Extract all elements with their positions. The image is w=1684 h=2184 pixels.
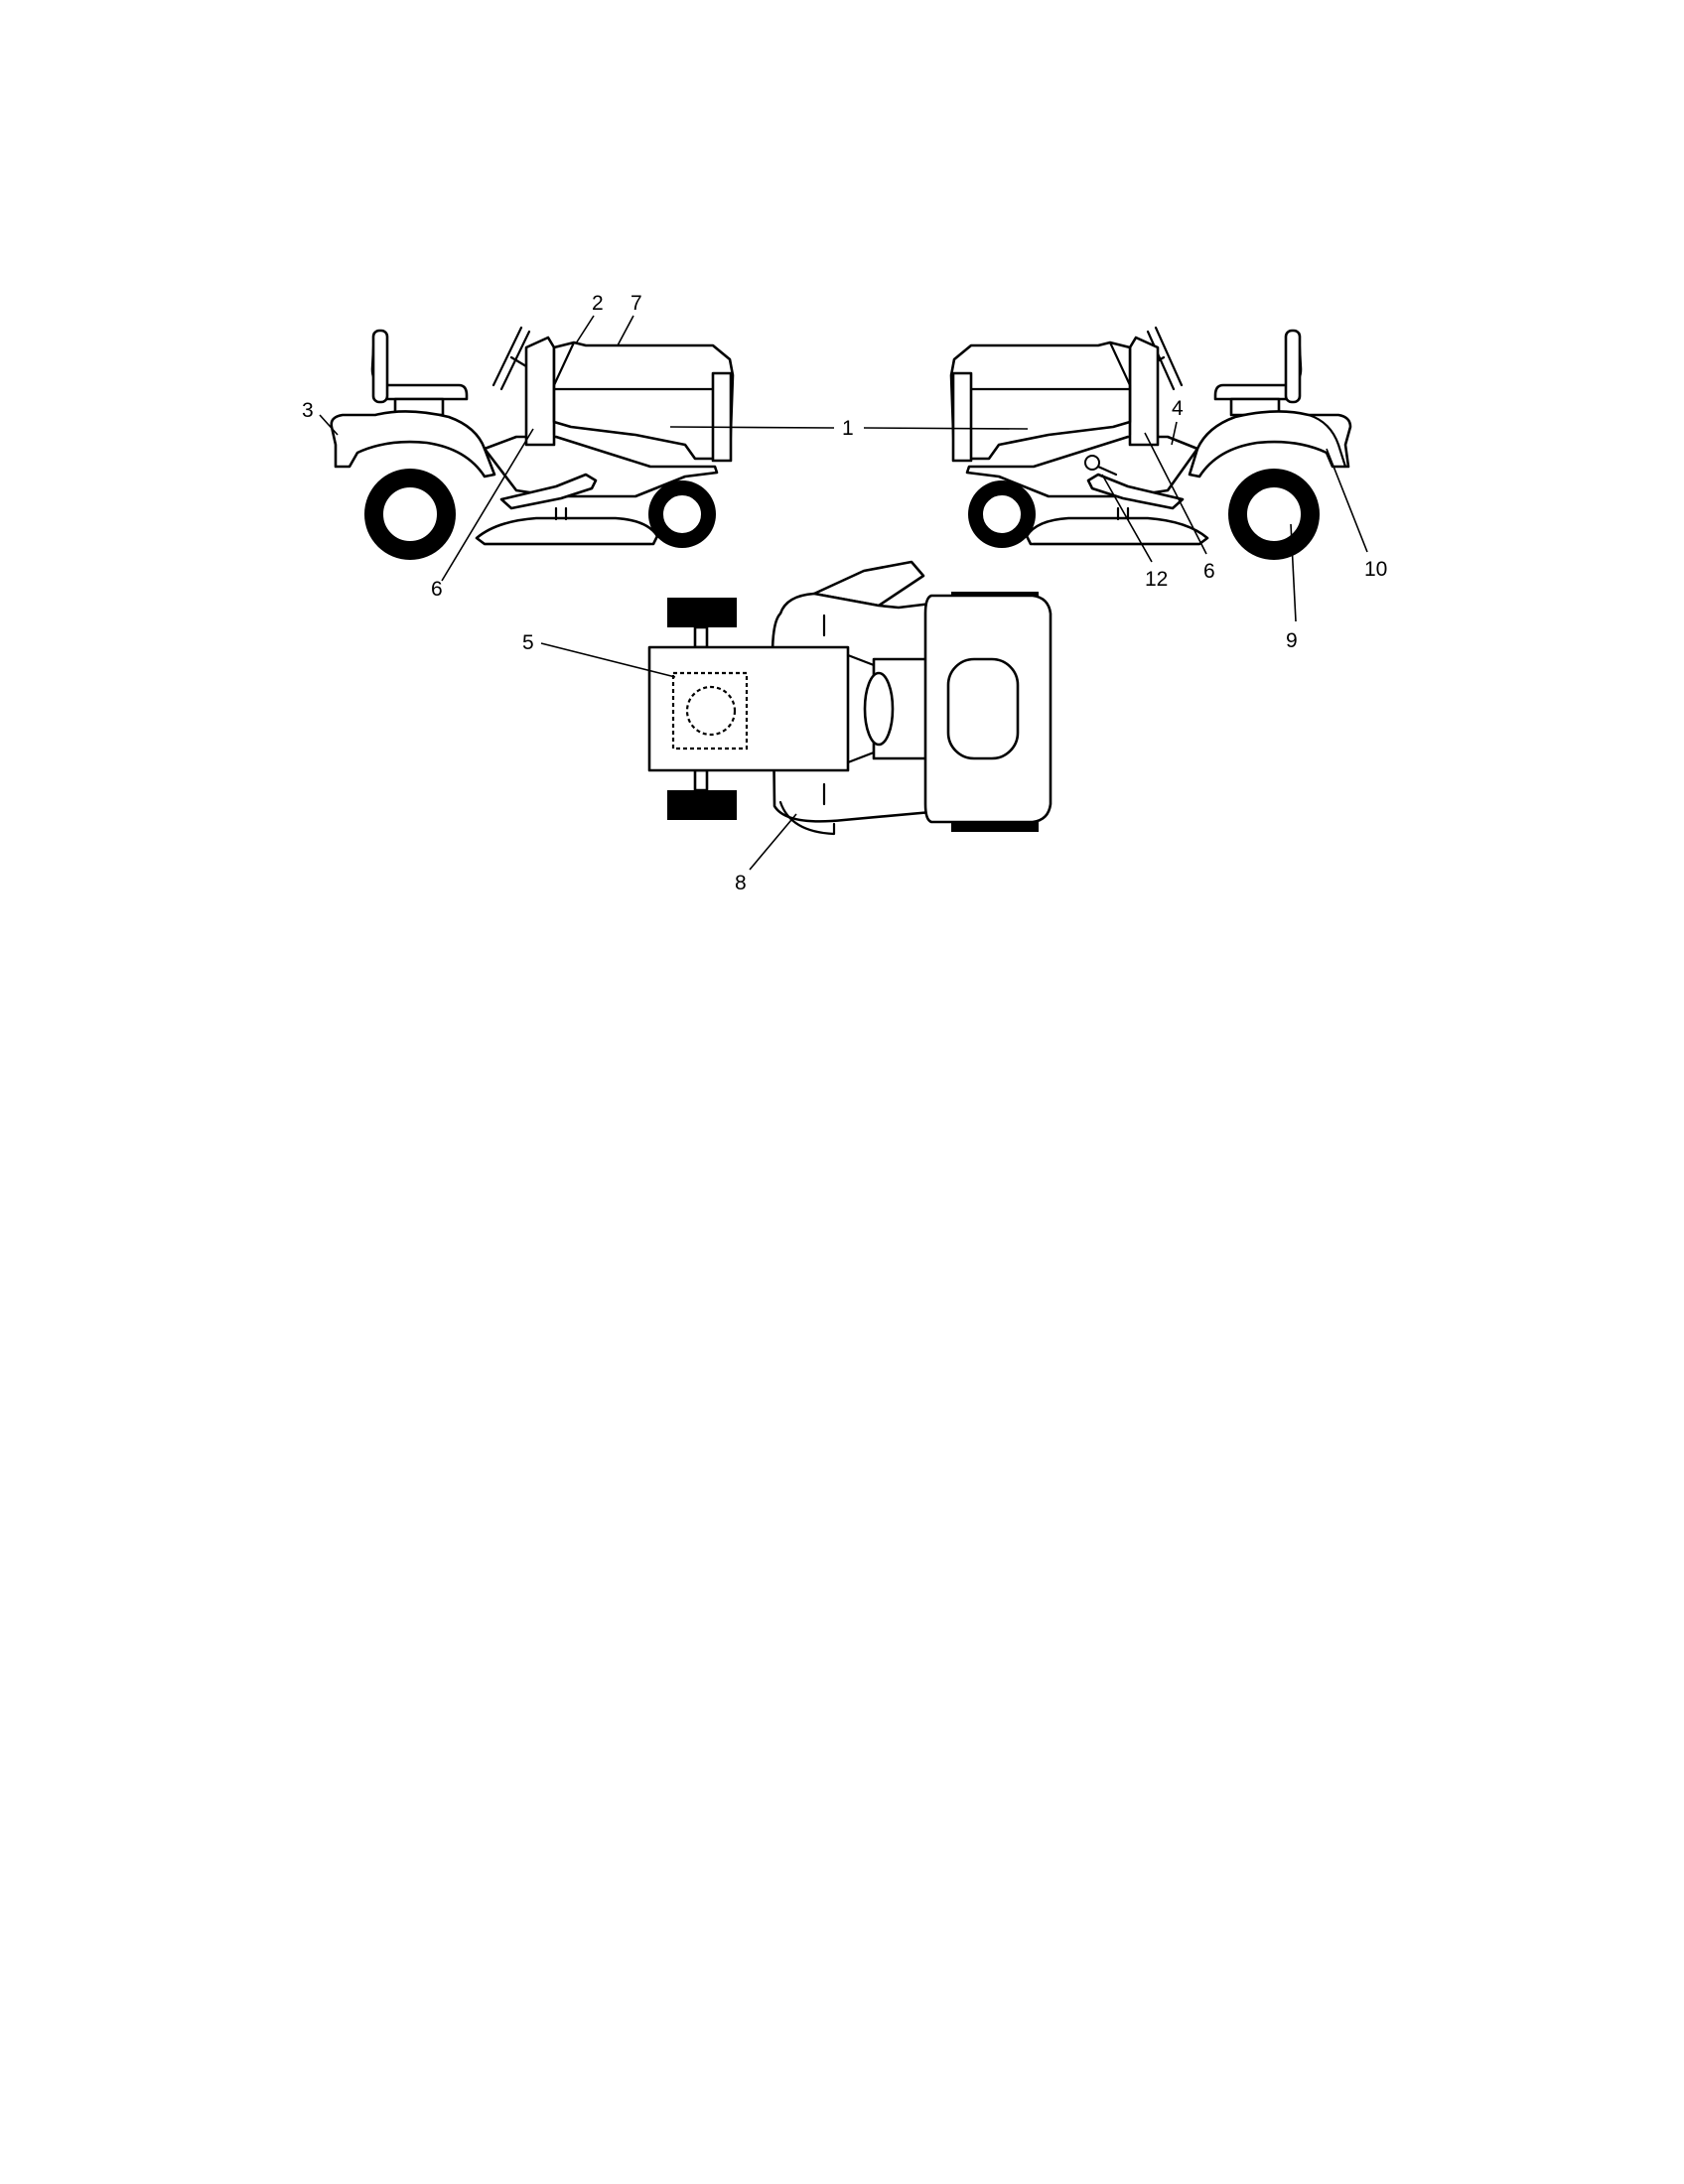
tractor-right-side-view: [949, 326, 1352, 560]
callout-6-right: 6: [1203, 560, 1215, 583]
callout-10: 10: [1364, 558, 1387, 581]
callout-2: 2: [592, 292, 604, 315]
callout-12: 12: [1145, 568, 1168, 591]
callout-4: 4: [1172, 397, 1184, 420]
tractor-left-side-view: [330, 326, 735, 560]
callout-8: 8: [735, 872, 747, 894]
tractor-top-view: [647, 560, 1052, 836]
callout-5: 5: [522, 631, 534, 654]
callout-9: 9: [1286, 629, 1298, 652]
callout-6-left: 6: [431, 578, 443, 601]
callout-7: 7: [631, 292, 642, 315]
callout-1: 1: [842, 417, 854, 440]
callout-labels: 1 2 7 3 4 5 6 6 8 9 10 12: [302, 292, 1387, 894]
leader-lines: [319, 315, 1368, 871]
callout-3: 3: [302, 399, 314, 422]
